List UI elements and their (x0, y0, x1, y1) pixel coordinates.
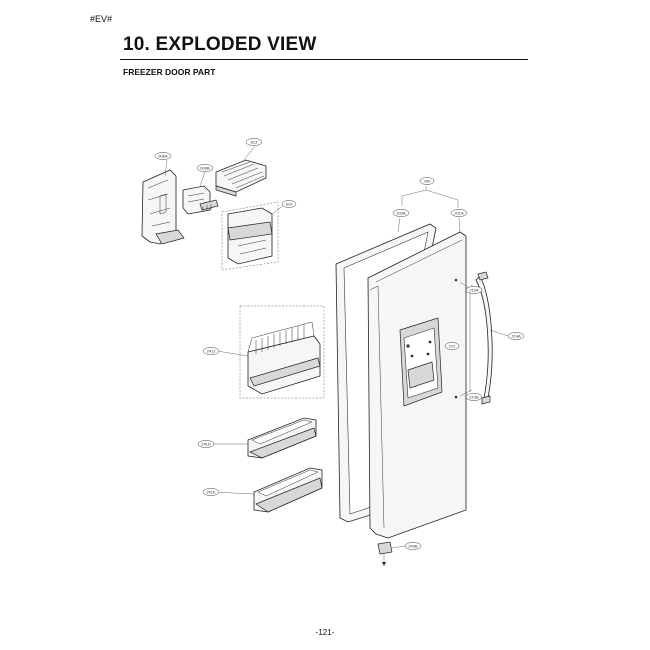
svg-text:243B: 243B (408, 543, 418, 548)
svg-text:606A: 606A (158, 153, 168, 158)
svg-text:613: 613 (251, 139, 258, 144)
svg-text:606B: 606B (200, 165, 210, 170)
ice-bucket-part (221, 201, 279, 271)
svg-text:213B: 213B (469, 394, 479, 399)
svg-text:610: 610 (286, 201, 293, 206)
page-number: -121- (315, 628, 335, 637)
callout-203a: 203A (392, 209, 410, 217)
svg-text:200: 200 (424, 178, 431, 183)
svg-text:241D: 241D (201, 441, 211, 446)
callout-212: 212 (444, 342, 460, 350)
door-bin-large-part (239, 305, 325, 399)
callout-214a: 214A (507, 332, 525, 340)
svg-text:203A: 203A (396, 210, 406, 215)
door-hinge-part (377, 541, 393, 566)
title-rule (120, 59, 528, 60)
callout-606a: 606A (154, 152, 172, 160)
svg-text:213A: 213A (469, 287, 479, 292)
section-subtitle: FREEZER DOOR PART (123, 67, 216, 77)
callout-213a: 213A (465, 286, 483, 294)
door-body-part (367, 231, 467, 539)
callout-241d: 241D (197, 440, 215, 448)
door-bin-middle-part (247, 417, 317, 459)
callout-241e: 241E (202, 488, 220, 496)
document-tag: #EV# (90, 14, 113, 24)
svg-text:201A: 201A (454, 210, 464, 215)
callout-613: 613 (245, 138, 263, 146)
top-grille-part (215, 159, 267, 197)
callout-606b: 606B (196, 164, 214, 172)
callout-243b: 243B (404, 542, 422, 550)
door-bin-lower-part (253, 467, 323, 513)
svg-text:241E: 241E (206, 489, 216, 494)
callout-241j: 241J (202, 347, 220, 355)
callout-213b: 213B (465, 393, 483, 401)
section-title: 10. EXPLODED VIEW (123, 34, 317, 55)
dispenser-housing-part (141, 169, 185, 245)
callout-200: 200 (419, 177, 435, 185)
callout-201a: 201A (450, 209, 468, 217)
callout-610: 610 (281, 200, 297, 208)
svg-text:214A: 214A (511, 333, 521, 338)
svg-text:241J: 241J (207, 348, 216, 353)
svg-text:212: 212 (449, 343, 456, 348)
door-handle-part (475, 271, 493, 405)
motor-cover-part (182, 185, 219, 215)
